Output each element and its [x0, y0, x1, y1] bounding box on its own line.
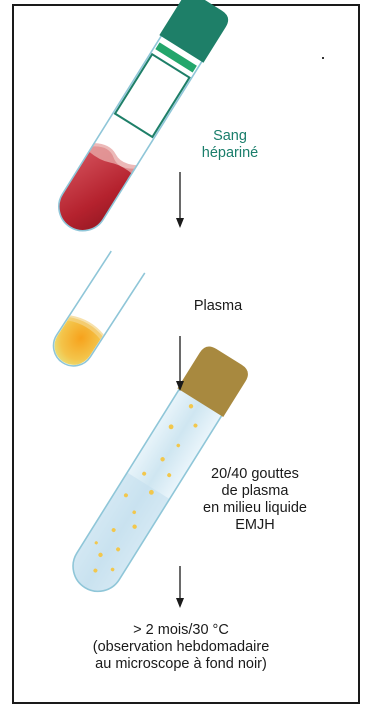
stray-dot [322, 57, 324, 59]
label-blood-line1: Sang [213, 128, 247, 144]
label-incubation: > 2 mois/30 °C (observation hebdomadaire… [56, 622, 306, 673]
arrow-2 [176, 336, 184, 391]
label-culture-line4: EMJH [235, 517, 275, 533]
gold-cap [177, 346, 248, 417]
culture-tube [63, 346, 248, 601]
plasma-tube [52, 250, 146, 367]
label-plasma: Plasma [178, 298, 258, 315]
green-cap [159, 0, 229, 63]
arrow-1 [176, 172, 184, 228]
label-blood-line2: hépariné [201, 145, 259, 161]
label-incubation-line1: > 2 mois/30 °C [133, 622, 229, 638]
green-band [155, 42, 197, 73]
label-incubation-line2: (observation hebdomadaire [92, 639, 270, 655]
blood-tube [49, 0, 229, 240]
label-culture-line3: en milieu liquide [203, 500, 307, 516]
label-culture: 20/40 gouttes de plasma en milieu liquid… [180, 466, 330, 534]
label-blood: Sang hépariné [190, 128, 270, 162]
label-culture-line1: 20/40 gouttes [211, 466, 299, 482]
label-incubation-line3: au microscope à fond noir) [95, 656, 267, 672]
arrow-3 [176, 566, 184, 608]
tube-label [113, 52, 191, 139]
label-plasma-line1: Plasma [193, 298, 243, 314]
label-culture-line2: de plasma [221, 483, 289, 499]
